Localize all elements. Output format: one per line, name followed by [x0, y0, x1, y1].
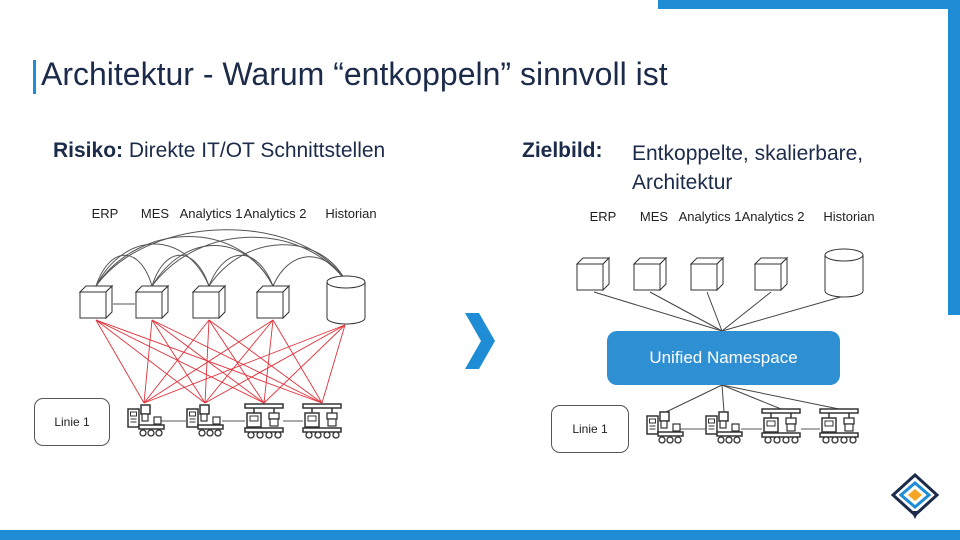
right-label-mes: MES	[639, 209, 669, 224]
right-mes-cube-icon	[633, 257, 667, 291]
left-heading-bold: Risiko:	[53, 139, 124, 162]
slide-title: Architektur - Warum “entkoppeln” sinnvol…	[41, 56, 668, 92]
title-accent	[33, 60, 36, 94]
right-analytics1-cube-icon	[690, 257, 724, 291]
right-label-analytics-1: Analytics 1	[678, 209, 742, 224]
logo-icon	[890, 472, 940, 519]
left-label-analytics-1: Analytics 1	[179, 206, 243, 221]
right-analytics2-cube-icon	[754, 257, 788, 291]
right-machine-4-icon	[819, 408, 859, 444]
left-analytics2-cube-icon	[256, 285, 290, 319]
left-heading: Risiko: Direkte IT/OT Schnittstellen	[53, 139, 385, 163]
left-line-box: Linie 1	[34, 398, 110, 446]
left-machine-1-icon	[127, 404, 165, 437]
left-line-label: Linie 1	[54, 415, 90, 429]
left-machine-2-icon	[186, 404, 224, 437]
right-label-erp: ERP	[589, 209, 617, 224]
left-arc-links	[95, 229, 346, 305]
left-erp-cube-icon	[79, 285, 113, 319]
left-label-historian: Historian	[325, 206, 377, 221]
left-label-erp: ERP	[91, 206, 119, 221]
right-line-label: Linie 1	[572, 422, 608, 436]
left-label-analytics-2: Analytics 2	[243, 206, 307, 221]
left-machine-3-icon	[244, 403, 284, 439]
left-direct-links	[95, 319, 346, 404]
right-heading-text: Entkoppelte, skalierbare, Architektur	[632, 142, 864, 194]
right-line-box: Linie 1	[551, 405, 629, 453]
right-label-historian: Historian	[823, 209, 875, 224]
right-label-analytics-2: Analytics 2	[741, 209, 805, 224]
left-machine-4-icon	[302, 403, 342, 439]
right-accent-bar	[948, 9, 960, 315]
right-historian-database-icon	[824, 248, 864, 298]
bottom-accent-bar	[0, 530, 960, 540]
left-mes-cube-icon	[135, 285, 169, 319]
left-analytics1-cube-icon	[192, 285, 226, 319]
top-accent-bar	[658, 0, 960, 9]
right-heading-bold: Zielbild:	[522, 139, 603, 162]
left-historian-database-icon	[326, 275, 366, 325]
right-hub-links	[593, 291, 845, 413]
unified-namespace-box: Unified Namespace	[607, 331, 840, 385]
right-machine-1-icon	[646, 411, 684, 444]
right-machine-2-icon	[705, 411, 743, 444]
left-label-mes: MES	[140, 206, 170, 221]
unified-namespace-label: Unified Namespace	[649, 348, 798, 367]
right-erp-cube-icon	[576, 257, 610, 291]
left-heading-text: Direkte IT/OT Schnittstellen	[123, 139, 386, 162]
right-machine-3-icon	[761, 408, 801, 444]
arrow-chevron-icon	[465, 313, 495, 369]
